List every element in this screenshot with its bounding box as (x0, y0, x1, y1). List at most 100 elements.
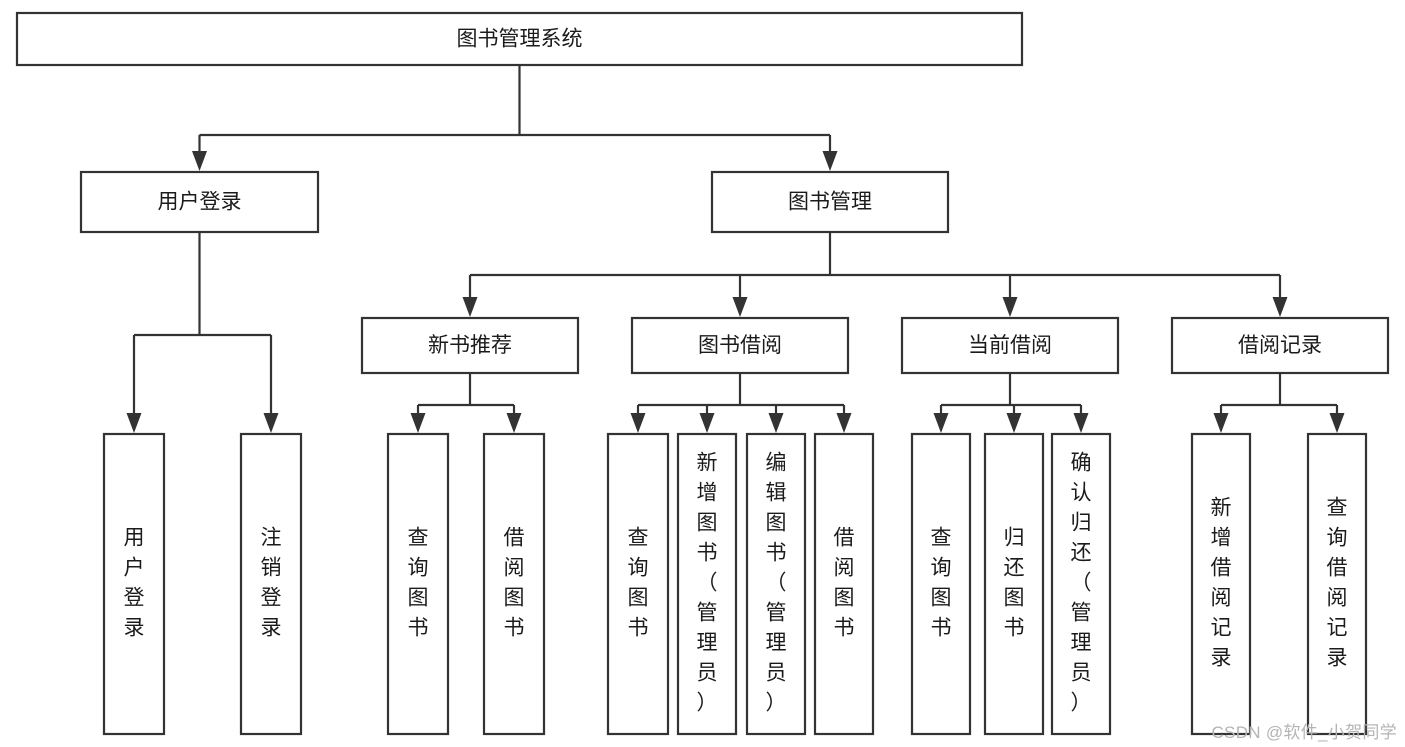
node-label-char: 询 (408, 557, 429, 580)
node-label-char: （ (766, 572, 787, 595)
node-label-char: 注 (261, 527, 282, 550)
node-leaf-user-login[interactable]: 用户登录 (102, 432, 166, 736)
arrow-head-icon (768, 413, 784, 433)
node-label-char: 新 (697, 452, 718, 475)
node-label-char: （ (697, 572, 718, 595)
node-label-char: 书 (408, 617, 429, 640)
node-label-char: 管 (766, 602, 787, 625)
node-layer: 图书管理系统用户登录图书管理新书推荐图书借阅当前借阅借阅记录用户登录注销登录查询… (15, 11, 1390, 736)
arrow-head-icon (263, 413, 279, 433)
node-label-char: 图 (697, 512, 718, 535)
node-label-char: 录 (124, 617, 145, 640)
node-label-char: 查 (1327, 497, 1348, 520)
node-label-char: 登 (261, 587, 282, 610)
node-box (900, 316, 1120, 375)
node-label-char: ） (766, 692, 787, 715)
connector-group-root (192, 65, 838, 171)
node-box (676, 432, 738, 736)
node-label-char: 书 (504, 617, 525, 640)
node-label-char: 借 (1211, 557, 1232, 580)
node-label: 新书推荐 (428, 334, 512, 357)
node-label-char: 书 (1004, 617, 1025, 640)
arrow-head-icon (836, 413, 852, 433)
node-label: 图书管理 (788, 191, 872, 214)
connector-layer (126, 65, 1345, 433)
node-label-char: 理 (697, 632, 718, 655)
node-box (102, 432, 166, 736)
node-label-char: 借 (834, 527, 855, 550)
node-box (983, 432, 1045, 736)
node-label-char: 录 (1327, 647, 1348, 670)
node-box (1190, 432, 1252, 736)
node-label-char: 图 (628, 587, 649, 610)
node-label-char: 员 (1071, 662, 1092, 685)
node-label-char: 查 (408, 527, 429, 550)
node-label-char: 录 (261, 617, 282, 640)
node-root[interactable]: 图书管理系统 (15, 11, 1024, 67)
node-book-manage[interactable]: 图书管理 (710, 170, 950, 234)
arrow-head-icon (732, 297, 748, 317)
node-label-char: 管 (697, 602, 718, 625)
node-label: 借阅记录 (1238, 334, 1322, 357)
node-box (745, 432, 807, 736)
node-label-char: 阅 (1211, 587, 1232, 610)
arrow-head-icon (1073, 413, 1089, 433)
node-label-char: （ (1071, 572, 1092, 595)
node-label-char: 新 (1211, 497, 1232, 520)
node-label-char: 书 (697, 542, 718, 565)
node-label-char: 借 (1327, 557, 1348, 580)
node-label-char: 图 (408, 587, 429, 610)
node-label-char: 还 (1004, 557, 1025, 580)
node-label-char: 阅 (1327, 587, 1348, 610)
node-label-char: 增 (697, 482, 718, 505)
node-box (15, 11, 1024, 67)
node-borrow-record[interactable]: 借阅记录 (1170, 316, 1390, 375)
node-label-char: 认 (1071, 482, 1092, 505)
node-box (910, 432, 972, 736)
node-user-login[interactable]: 用户登录 (79, 170, 320, 234)
arrow-head-icon (699, 413, 715, 433)
node-label-char: 查 (931, 527, 952, 550)
arrow-head-icon (126, 413, 142, 433)
node-label-char: 管 (1071, 602, 1092, 625)
node-label: 用户登录 (158, 191, 242, 214)
node-label-char: 辑 (766, 482, 787, 505)
node-label-char: 图 (504, 587, 525, 610)
node-current-borrow[interactable]: 当前借阅 (900, 316, 1120, 375)
arrow-head-icon (1272, 297, 1288, 317)
node-label-char: 阅 (834, 557, 855, 580)
node-label-char: 图 (834, 587, 855, 610)
node-box (1306, 432, 1368, 736)
node-label-char: 阅 (504, 557, 525, 580)
node-label-char: 图 (1004, 587, 1025, 610)
node-label-char: ） (697, 692, 718, 715)
node-box (79, 170, 320, 234)
connector-group-book-manage (462, 232, 1288, 317)
node-label-char: 销 (261, 557, 282, 580)
arrow-head-icon (410, 413, 426, 433)
node-label-char: 图 (931, 587, 952, 610)
connector-group-new-book-rec (410, 373, 522, 433)
node-label-char: 增 (1211, 527, 1232, 550)
node-label-char: 理 (1071, 632, 1092, 655)
node-new-book-rec[interactable]: 新书推荐 (360, 316, 580, 375)
node-box (710, 170, 950, 234)
node-label-char: 确 (1071, 452, 1092, 475)
node-box (360, 316, 580, 375)
arrow-head-icon (462, 297, 478, 317)
node-box (386, 432, 450, 736)
node-book-borrow[interactable]: 图书借阅 (630, 316, 850, 375)
node-label-char: 记 (1327, 617, 1348, 640)
